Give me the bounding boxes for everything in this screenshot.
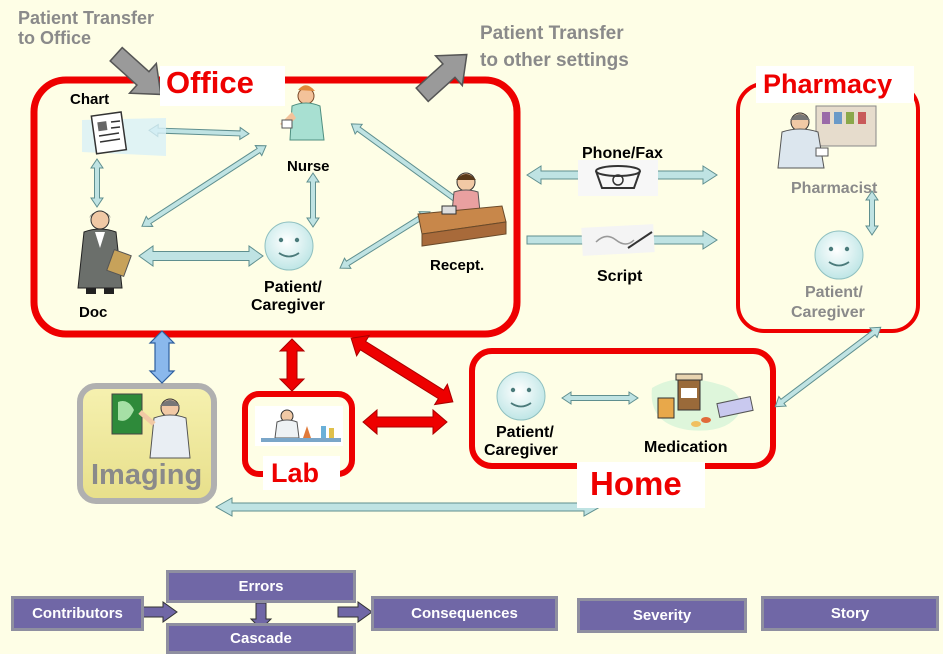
nurse-label: Nurse [287,158,330,175]
contributors-button[interactable]: Contributors [11,596,144,631]
arrow-home-patient-medication [561,391,639,405]
arrow-contributors-errors [142,601,178,623]
script-label: Script [597,268,643,285]
pharmacy-title-bg [756,66,914,103]
pharmacist-icon [777,105,877,169]
arrow-office-lab [278,338,306,392]
home-title: Home [590,465,682,502]
medication-label: Medication [644,439,728,456]
office-patient-label: Patient/ Caregiver [251,279,325,315]
imaging-title: Imaging [91,459,203,491]
errors-button[interactable]: Errors [166,570,356,603]
arrow-doc-patient [138,245,264,267]
chart-label: Chart [70,91,110,108]
office-title-bg [160,66,285,106]
lab-icon [255,406,343,446]
transfer-out-line2: to other settings [480,50,629,72]
pharmacist-label: Pharmacist [791,180,878,197]
nav-connectors [142,601,373,630]
transfer-out-arrow [415,53,468,103]
transfer-out-line1: Patient Transfer [480,23,624,44]
pharmacy-title: Pharmacy [763,69,893,99]
lab-title: Lab [271,458,320,488]
arrow-nurse-recept [350,123,466,207]
home-title-bg [577,462,705,508]
transfer-out-label: Patient Transfer to other settings [480,23,629,72]
home-patient-line2: Caregiver [484,441,558,459]
story-button[interactable]: Story [761,596,939,631]
imaging-doctor-icon [111,393,191,459]
chart-icon [82,111,166,156]
phone-fax-label: Phone/Fax [582,145,663,162]
arrow-patient-recept [339,211,431,269]
arrow-office-home [350,334,454,406]
receptionist-icon [417,172,507,247]
home-patient-face-icon [496,371,546,421]
pharmacy-patient-line1: Patient/ [805,284,863,301]
script-icon [581,224,655,256]
pharmacy-patient-line2: Caregiver [791,304,865,321]
transfer-in-line2: to Office [18,28,92,49]
transfer-in-arrow [109,46,162,96]
home-patient-line1: Patient/ [496,424,554,441]
arrow-cascade-consequences [337,601,373,623]
severity-button[interactable]: Severity [577,598,747,633]
arrow-imaging-home [214,497,602,517]
office-title: Office [166,65,254,100]
doctor-icon [77,210,132,294]
arrow-nurse-patient [306,172,320,228]
medication-icon [651,373,754,431]
pharmacy-patient-label: Patient/ Caregiver [791,283,865,323]
arrow-lab-home [362,408,448,436]
lab-title-bg [263,456,340,490]
office-patient-line1: Patient/ [264,279,322,296]
arrow-chart-doc [90,158,104,208]
home-patient-label: Patient/ Caregiver [484,424,578,460]
cascade-button[interactable]: Cascade [166,623,356,654]
office-patient-line2: Caregiver [251,296,325,314]
recept-label: Recept. [430,257,485,274]
office-patient-face-icon [264,221,314,271]
pharmacy-patient-face-icon [814,230,864,280]
arrow-doc-nurse [141,145,267,227]
arrow-pharmacist-patient [865,190,879,236]
arrow-pharmacy-home [774,326,882,408]
phone-fax-icon [578,160,658,196]
transfer-in-line1: Patient Transfer [18,8,155,28]
transfer-in-label: Patient Transfer to Office [18,8,154,48]
arrow-office-imaging [148,330,176,384]
nurse-icon [280,85,325,141]
consequences-button[interactable]: Consequences [371,596,558,631]
doc-label: Doc [79,304,108,321]
